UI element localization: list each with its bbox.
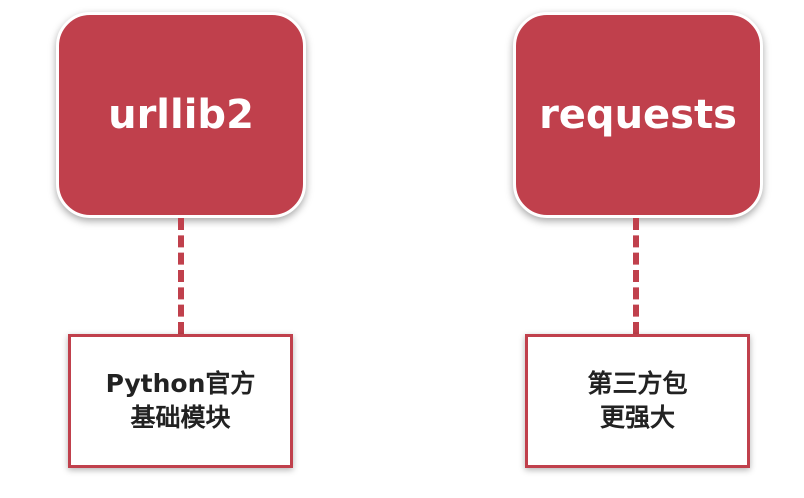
requests-label: requests <box>539 92 737 138</box>
requests-description: 第三方包 更强大 <box>525 334 750 468</box>
urllib2-desc-line2: 基础模块 <box>130 403 231 432</box>
urllib2-description: Python官方 基础模块 <box>68 334 293 468</box>
requests-node: requests <box>513 12 763 218</box>
urllib2-node: urllib2 <box>56 12 306 218</box>
requests-desc-line2: 更强大 <box>599 403 675 432</box>
requests-connector <box>633 218 639 334</box>
urllib2-connector <box>178 218 184 334</box>
urllib2-label: urllib2 <box>108 92 254 138</box>
requests-desc-line1: 第三方包 <box>587 369 688 398</box>
urllib2-desc-line1: Python官方 <box>105 369 256 398</box>
